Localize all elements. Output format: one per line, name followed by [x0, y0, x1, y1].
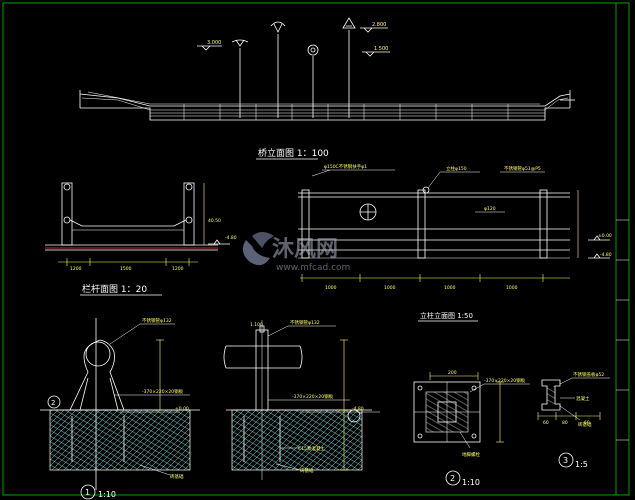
- svg-text:-4.80: -4.80: [600, 252, 612, 258]
- bridge-elevation-title: 桥立面图 1：100: [258, 147, 329, 159]
- svg-text:不锈钢盖板φ52: 不锈钢盖板φ52: [573, 371, 604, 378]
- bridge-elevation: 3.000 2.800 1.500: [79, 17, 575, 121]
- svg-text:-4.80: -4.80: [352, 406, 364, 412]
- svg-text:混凝土: 混凝土: [576, 395, 590, 402]
- svg-text:3.000: 3.000: [207, 40, 221, 46]
- svg-text:-370×220×20钢板: -370×220×20钢板: [484, 377, 526, 384]
- svg-text:1.100: 1.100: [250, 322, 263, 328]
- svg-text:立柱φ150: 立柱φ150: [446, 165, 467, 172]
- svg-text:砖基础: 砖基础: [170, 473, 184, 480]
- detail-2: 200 -370×220×20钢板 地脚螺栓 2 1:10: [413, 370, 530, 487]
- column-elevation-title: 立柱立面图 1:50: [420, 311, 473, 320]
- level-marker: 3.000 2.800 1.500: [197, 22, 575, 101]
- svg-text:±0.00: ±0.00: [598, 233, 612, 239]
- svg-text:φ120: φ120: [484, 206, 496, 212]
- bridge-railing-posts: [183, 104, 509, 120]
- svg-text:1:5: 1:5: [575, 460, 588, 469]
- svg-text:φ150C不锈钢扶手φ1: φ150C不锈钢扶手φ1: [324, 163, 367, 170]
- svg-text:60: 60: [543, 420, 549, 426]
- watermark-logo: 沐风网 www.mfcad.com: [242, 232, 350, 273]
- watermark-url: www.mfcad.com: [276, 263, 350, 273]
- svg-text:砖基础: 砖基础: [300, 467, 314, 474]
- svg-text:1000: 1000: [384, 285, 396, 291]
- detail-1: 不锈钢管φ132 -370×220×20钢板 ±0.00 砖基础 2 1 1:1…: [40, 317, 200, 500]
- svg-text:1.500: 1.500: [374, 46, 388, 52]
- svg-text:-370×220×20钢板: -370×220×20钢板: [142, 388, 184, 395]
- svg-text:1200: 1200: [70, 266, 82, 272]
- svg-text:砖基础: 砖基础: [578, 421, 592, 428]
- svg-text:1200: 1200: [172, 266, 184, 272]
- svg-text:1500: 1500: [120, 266, 132, 272]
- svg-text:3: 3: [563, 456, 568, 465]
- svg-text:200: 200: [448, 370, 457, 376]
- lamp-icon: [231, 17, 356, 56]
- svg-text:不锈钢管φ132: 不锈钢管φ132: [290, 319, 320, 326]
- svg-text:地脚螺栓: 地脚螺栓: [462, 451, 480, 458]
- svg-text:不锈钢管φ132: 不锈钢管φ132: [142, 317, 172, 324]
- lamp-posts: [239, 30, 350, 118]
- svg-text:1000: 1000: [325, 285, 337, 291]
- svg-text:-370×220×20钢板: -370×220×20钢板: [292, 393, 334, 400]
- title-block-ticks: [616, 219, 629, 441]
- svg-text:2: 2: [51, 399, 55, 407]
- svg-text:1:10: 1:10: [462, 478, 480, 487]
- railing-section-title: 栏杆面图 1：20: [82, 283, 147, 295]
- drawing-frame: [2, 2, 630, 496]
- railing-elevation-right: 1000 1000 1000 1000 -4.80 ±0.00 φ150C不锈钢…: [298, 163, 612, 291]
- svg-text:80: 80: [562, 420, 568, 426]
- svg-text:±0.00: ±0.00: [175, 406, 189, 412]
- svg-text:1:10: 1:10: [98, 490, 116, 499]
- svg-text:1000: 1000: [506, 285, 518, 291]
- svg-text:C15素混凝土: C15素混凝土: [298, 445, 325, 452]
- svg-text:-4.80: -4.80: [225, 235, 237, 241]
- svg-text:1: 1: [85, 488, 90, 497]
- railing-section-left: 1200 1500 1200 40.50 -4.80: [45, 182, 237, 272]
- svg-text:40.50: 40.50: [208, 218, 221, 224]
- detail-3: 不锈钢盖板φ52 混凝土 砖基础 60 80 60 3 1:5: [537, 371, 610, 469]
- svg-text:60: 60: [584, 420, 590, 426]
- svg-text:不锈钢管φ51@P5: 不锈钢管φ51@P5: [504, 165, 541, 172]
- detail-post: 1.100 不锈钢管φ132 -370×220×20钢板 -4.80 C15素混…: [223, 319, 380, 480]
- watermark-brand: 沐风网: [272, 237, 338, 262]
- svg-text:2: 2: [450, 474, 455, 483]
- svg-text:2.800: 2.800: [372, 22, 386, 28]
- svg-text:1000: 1000: [444, 285, 456, 291]
